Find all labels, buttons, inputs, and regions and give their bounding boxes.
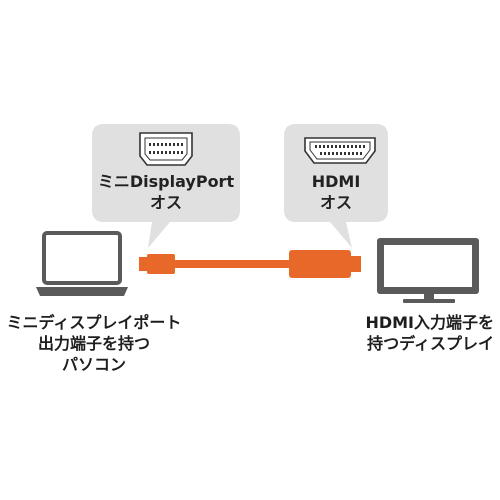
right-device-caption: HDMI入力端子を 持つディスプレイ: [330, 312, 494, 354]
right-bubble-label: HDMI オス: [284, 171, 388, 213]
left-caption-line: 出力端子を持つ: [37, 334, 150, 353]
left-speech-bubble: [92, 124, 240, 248]
left-bubble-line2: オス: [149, 193, 182, 212]
left-bubble-label: ミニDisplayPort オス: [92, 171, 240, 213]
orange-cable: [139, 250, 361, 278]
left-caption-line: パソコン: [61, 355, 126, 374]
right-bubble-line2: オス: [319, 193, 352, 212]
right-caption-line: 持つディスプレイ: [367, 334, 494, 353]
right-caption-line: HDMI入力端子を: [365, 313, 494, 332]
right-bubble-line1: HDMI: [311, 172, 361, 191]
left-caption-line: ミニディスプレイポート: [6, 313, 182, 332]
laptop-icon: [36, 231, 128, 296]
hdmi-connector-icon: [304, 137, 376, 164]
mini-displayport-connector-icon: [139, 132, 193, 166]
left-device-caption: ミニディスプレイポート 出力端子を持つ パソコン: [6, 312, 182, 375]
tv-monitor-icon: [377, 238, 479, 303]
left-bubble-line1: ミニDisplayPort: [97, 172, 235, 191]
